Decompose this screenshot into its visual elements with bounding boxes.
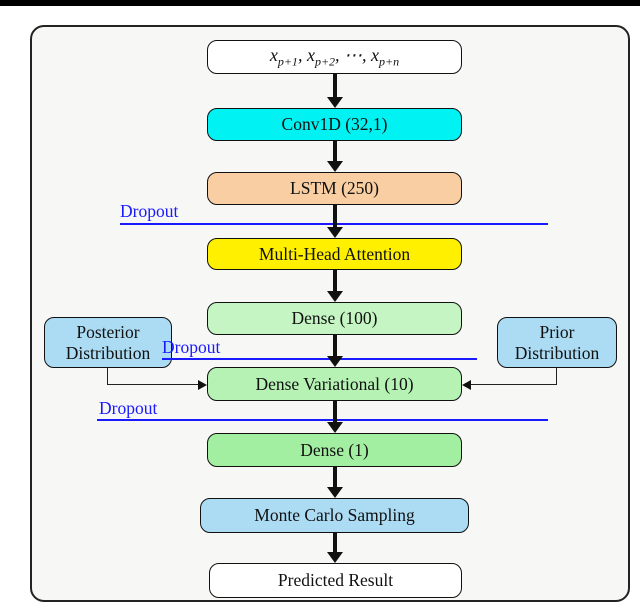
input-sequence-box: xp+1, xp+2, ⋯, xp+n: [207, 40, 462, 74]
arrow-lstm-to-mha: [327, 205, 343, 238]
dropout-line-2: [162, 358, 477, 360]
arrow-dense1-to-montecarlo: [327, 467, 343, 498]
dropout-line-3: [97, 419, 548, 421]
prior-distribution-box: Prior Distribution: [497, 317, 617, 368]
monte-carlo-box: Monte Carlo Sampling: [200, 498, 469, 533]
posterior-line1: Posterior: [76, 322, 140, 343]
prior-connector: [471, 368, 557, 385]
lstm-label: LSTM (250): [290, 178, 379, 199]
arrow-dense100-to-densevar: [327, 335, 343, 367]
prior-line1: Prior: [539, 322, 575, 343]
posterior-connector: [107, 368, 198, 385]
multi-head-attention-label: Multi-Head Attention: [258, 243, 411, 264]
arrow-mha-to-dense100: [327, 270, 343, 302]
posterior-line2: Distribution: [65, 342, 151, 363]
multi-head-attention-box: Multi-Head Attention: [207, 238, 462, 270]
conv1d-label: Conv1D (32,1): [281, 114, 388, 135]
dropout-label-1: Dropout: [120, 201, 179, 221]
dense-1-label: Dense (1): [300, 439, 369, 460]
posterior-arrowhead-icon: [198, 380, 207, 390]
dense-variational-label: Dense Variational (10): [255, 373, 414, 394]
arrow-conv1d-to-lstm: [327, 141, 343, 172]
predicted-result-label: Predicted Result: [277, 570, 394, 591]
predicted-result-box: Predicted Result: [209, 563, 462, 598]
prior-line2: Distribution: [514, 342, 600, 363]
dropout-label-3: Dropout: [99, 398, 158, 418]
arrow-densevar-to-dense1: [327, 401, 343, 433]
dense-100-label: Dense (100): [291, 308, 378, 329]
prior-arrowhead-icon: [462, 380, 471, 390]
lstm-box: LSTM (250): [207, 172, 462, 205]
dense-variational-box: Dense Variational (10): [207, 367, 462, 401]
arrow-input-to-conv1d: [327, 74, 343, 108]
input-sequence-label: xp+1, xp+2, ⋯, xp+n: [269, 44, 400, 69]
dense-1-box: Dense (1): [207, 433, 462, 467]
arrow-montecarlo-to-predicted: [327, 533, 343, 563]
conv1d-box: Conv1D (32,1): [207, 108, 462, 141]
dropout-label-2: Dropout: [162, 337, 221, 357]
posterior-distribution-box: Posterior Distribution: [44, 317, 172, 368]
monte-carlo-label: Monte Carlo Sampling: [254, 505, 415, 526]
top-rule: [0, 0, 640, 6]
dense-100-box: Dense (100): [207, 302, 462, 335]
